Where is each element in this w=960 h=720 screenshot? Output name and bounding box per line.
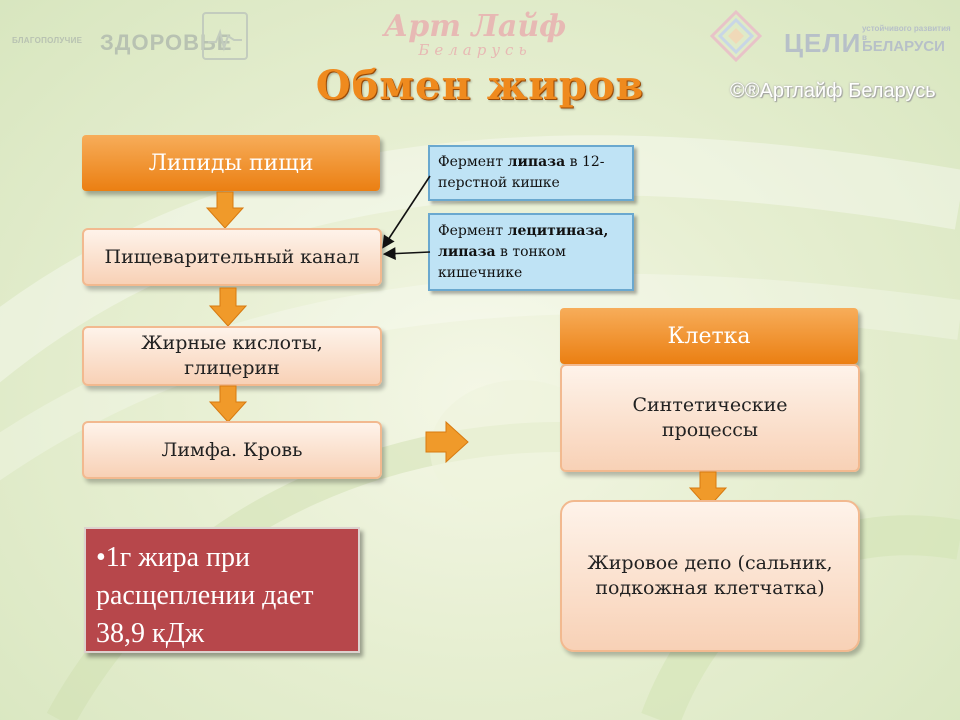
copyright-notice: ©®Артлайф Беларусь [730,80,936,102]
energy-fact-box: •1г жира при расщеплении дает 38,9 кДж [84,527,360,653]
enzyme2-location: в тонком кишечнике [438,243,566,281]
logo-artlife-main: Арт Лайф [383,9,567,44]
enzyme1-location: в 12-перстной кишке [438,154,605,191]
enzyme2-name: лецитиназа, липаза [438,222,609,260]
digestive-canal-box: Пищеварительный канал [82,228,382,286]
cell-header-label: Клетка [667,323,751,349]
header-logos: БЛАГОПОЛУЧИЕ ЗДОРОВЬЕ Арт Лайф Беларусь … [0,0,960,70]
fat-depot-box: Жировое депо (сальник, подкожная клетчат… [560,500,860,652]
arrow-down-icon [208,287,248,327]
fatty-acids-label: Жирные кислоты, глицерин [141,332,323,379]
arrow-down-icon [205,191,245,229]
sdg-diamond-icon [710,10,762,62]
lymph-blood-label: Лимфа. Кровь [161,438,303,461]
cell-header-box: Клетка [560,308,858,364]
fat-depot-label: Жировое депо (сальник, подкожная клетчат… [587,552,833,599]
enzyme-pointer-arrows [382,175,431,260]
lipids-label: Липиды пищи [148,150,314,176]
enzyme1-prefix: Фермент [438,154,508,170]
arrow-down-icon [688,471,728,509]
energy-fact-text: •1г жира при расщеплении дает 38,9 кДж [96,542,314,649]
chart-icon [202,12,248,60]
enzyme-note-lecithinase: Фермент лецитиназа, липаза в тонком кише… [428,213,634,291]
synthetic-processes-box: Синтетические процессы [560,364,860,472]
logo-sdg-belarus: ЦЕЛИ устойчивого развития в БЕЛАРУСИ [710,8,955,63]
digestive-canal-label: Пищеварительный канал [104,245,360,268]
logo-artlife-sub: Беларусь [418,41,532,59]
logo-sdg-sub1: устойчивого развития в [862,24,951,42]
lipids-box: Липиды пищи [82,135,380,191]
enzyme2-prefix: Фермент [438,222,508,239]
lymph-blood-box: Лимфа. Кровь [82,421,382,479]
arrow-right-icon [425,420,469,464]
fatty-acids-box: Жирные кислоты, глицерин [82,326,382,386]
synthetic-processes-label: Синтетические процессы [632,394,788,441]
page-title: Обмен жиров [315,62,645,109]
arrow-down-icon [208,385,248,423]
logo-artlife: Арт Лайф Беларусь [380,12,570,62]
logo-sdg-main: ЦЕЛИ [784,28,862,58]
enzyme-note-lipase: Фермент липаза в 12-перстной кишке [428,145,634,201]
logo-sdg-sub2: БЕЛАРУСИ [862,38,945,55]
logo-small-text: БЛАГОПОЛУЧИЕ [12,36,83,45]
enzyme1-name: липаза [507,154,566,170]
logo-zdorovie: БЛАГОПОЛУЧИЕ ЗДОРОВЬЕ [12,10,252,60]
